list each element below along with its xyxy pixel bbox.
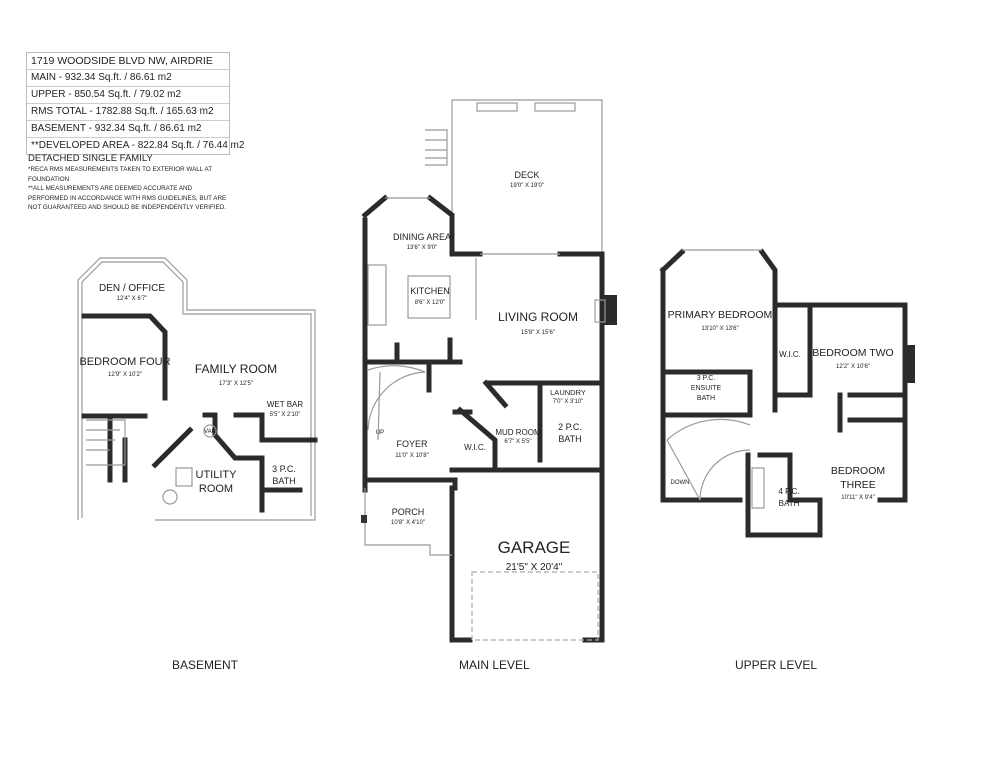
basement-level-label: BASEMENT xyxy=(172,658,239,672)
kitchen-label: KITCHEN xyxy=(410,286,450,296)
svg-text:BATH: BATH xyxy=(558,434,581,444)
four-piece-bath-label: 4 P.C. xyxy=(778,487,799,496)
upper-wic-label: W.I.C. xyxy=(779,350,801,359)
basement-bath-label: 3 P.C. xyxy=(272,464,296,474)
svg-text:12'4" X 6'7": 12'4" X 6'7" xyxy=(117,296,148,302)
svg-text:BATH: BATH xyxy=(779,499,800,508)
bedroom-four-label: BEDROOM FOUR xyxy=(79,356,170,368)
upper-exterior-wall xyxy=(659,248,908,503)
address: 1719 WOODSIDE BLVD NW, AIRDRIE xyxy=(31,55,213,67)
area-main: MAIN - 932.34 Sq.ft. / 86.61 m2 xyxy=(27,69,229,86)
main-exterior-wall xyxy=(361,194,605,493)
svg-text:19'0" X 19'0": 19'0" X 19'0" xyxy=(510,183,544,189)
den-label: DEN / OFFICE xyxy=(99,283,165,294)
svg-text:BATH: BATH xyxy=(697,395,715,402)
notes: DETACHED SINGLE FAMILY *RECA RMS MEASURE… xyxy=(28,152,228,213)
svg-text:17'3" X 12'5": 17'3" X 12'5" xyxy=(219,381,253,387)
property-info-box: 1719 WOODSIDE BLVD NW, AIRDRIE MAIN - 93… xyxy=(26,52,244,155)
main-stairs xyxy=(367,365,426,441)
stairs-down-label: DOWN xyxy=(671,480,690,486)
svg-text:13'10" X 13'6": 13'10" X 13'6" xyxy=(701,326,738,332)
svg-text:13'6" X 9'0": 13'6" X 9'0" xyxy=(407,245,438,251)
stairs-up-label: UP xyxy=(376,430,384,436)
upper-chimney xyxy=(905,345,915,383)
upper-stairs xyxy=(666,418,751,501)
furnace xyxy=(175,467,193,487)
svg-text:ROOM: ROOM xyxy=(199,483,233,495)
living-room-label: LIVING ROOM xyxy=(498,310,578,324)
deck-label: DECK xyxy=(514,170,539,180)
main-level-plan: DECK 19'0" X 19'0" DINING AREA 13'6" X 9… xyxy=(361,99,617,643)
svg-text:12'9" X 10'2": 12'9" X 10'2" xyxy=(108,372,142,378)
upper-level-plan: PRIMARY BEDROOM 13'10" X 13'6" W.I.C. BE… xyxy=(659,248,915,538)
primary-bedroom-label: PRIMARY BEDROOM xyxy=(668,309,773,321)
area-upper: UPPER - 850.54 Sq.ft. / 79.02 m2 xyxy=(27,86,229,103)
bathtub xyxy=(751,467,765,509)
ensuite-label: 3 P.C. xyxy=(697,375,716,382)
svg-text:8'6" X 12'0": 8'6" X 12'0" xyxy=(415,300,446,306)
note-rms: *RECA RMS MEASUREMENTS TAKEN TO EXTERIOR… xyxy=(28,166,212,183)
property-type: DETACHED SINGLE FAMILY xyxy=(28,153,153,164)
utility-wall xyxy=(151,412,318,469)
svg-text:6'7" X 5'5": 6'7" X 5'5" xyxy=(504,439,531,445)
basement-outline xyxy=(77,257,316,521)
note-accuracy: **ALL MEASUREMENTS ARE DEEMED ACCURATE A… xyxy=(28,185,227,211)
family-room-label: FAMILY ROOM xyxy=(195,362,277,376)
deck-outline xyxy=(451,99,603,255)
bedroom-four-wall xyxy=(81,313,168,401)
garage-wall xyxy=(449,467,605,643)
foyer-label: FOYER xyxy=(396,439,428,449)
area-rms-total: RMS TOTAL - 1782.88 Sq.ft. / 165.63 m2 xyxy=(27,103,229,120)
fireplace xyxy=(603,295,617,325)
garage-door xyxy=(471,571,599,641)
svg-text:7'0" X 3'10": 7'0" X 3'10" xyxy=(553,399,584,405)
deck-stairs xyxy=(425,129,448,166)
area-basement: BASEMENT - 932.34 Sq.ft. / 86.61 m2 xyxy=(27,120,229,137)
svg-text:5'5" X 2'10": 5'5" X 2'10" xyxy=(270,412,301,418)
svg-text:12'2" X 10'6": 12'2" X 10'6" xyxy=(836,364,870,370)
bedroom-two-label: BEDROOM TWO xyxy=(812,347,893,359)
svg-text:15'8" X 15'6": 15'8" X 15'6" xyxy=(521,330,555,336)
svg-text:11'0" X 10'8": 11'0" X 10'8" xyxy=(395,453,428,459)
svg-text:10'11" X 9'4": 10'11" X 9'4" xyxy=(841,495,874,501)
porch-outline xyxy=(364,488,452,556)
svg-text:ENSUITE: ENSUITE xyxy=(691,385,722,392)
water-heater xyxy=(162,489,178,505)
wet-bar-label: WET BAR xyxy=(267,400,304,409)
two-piece-bath-label: 2 P.C. xyxy=(558,422,582,432)
dining-area-label: DINING AREA xyxy=(393,232,451,242)
kitchen-counter xyxy=(367,264,387,326)
svg-text:VAC: VAC xyxy=(204,429,217,435)
kitchen-island xyxy=(407,275,451,319)
svg-text:BATH: BATH xyxy=(272,476,295,486)
basement-plan: VAC DEN / OFFICE 12'4" X 6'7" BEDROOM FO… xyxy=(77,257,318,521)
vac-unit xyxy=(203,424,217,438)
laundry-label: LAUNDRY xyxy=(550,388,586,397)
bedroom-three-label: BEDROOM xyxy=(831,465,885,477)
main-wic-label: W.I.C. xyxy=(464,443,486,452)
main-level-label: MAIN LEVEL xyxy=(459,658,530,672)
svg-text:21'5" X 20'4": 21'5" X 20'4" xyxy=(506,562,563,573)
svg-text:THREE: THREE xyxy=(840,479,876,491)
upper-level-label: UPPER LEVEL xyxy=(735,658,818,672)
svg-text:10'8" X 4'10": 10'8" X 4'10" xyxy=(391,520,425,526)
basement-stairs xyxy=(86,419,126,466)
mud-room-label: MUD ROOM xyxy=(495,428,541,437)
area-developed: **DEVELOPED AREA - 822.84 Sq.ft. / 76.44… xyxy=(27,137,244,154)
utility-room-label: UTILITY xyxy=(196,469,238,481)
porch-label: PORCH xyxy=(392,507,425,517)
garage-label: GARAGE xyxy=(498,538,571,557)
